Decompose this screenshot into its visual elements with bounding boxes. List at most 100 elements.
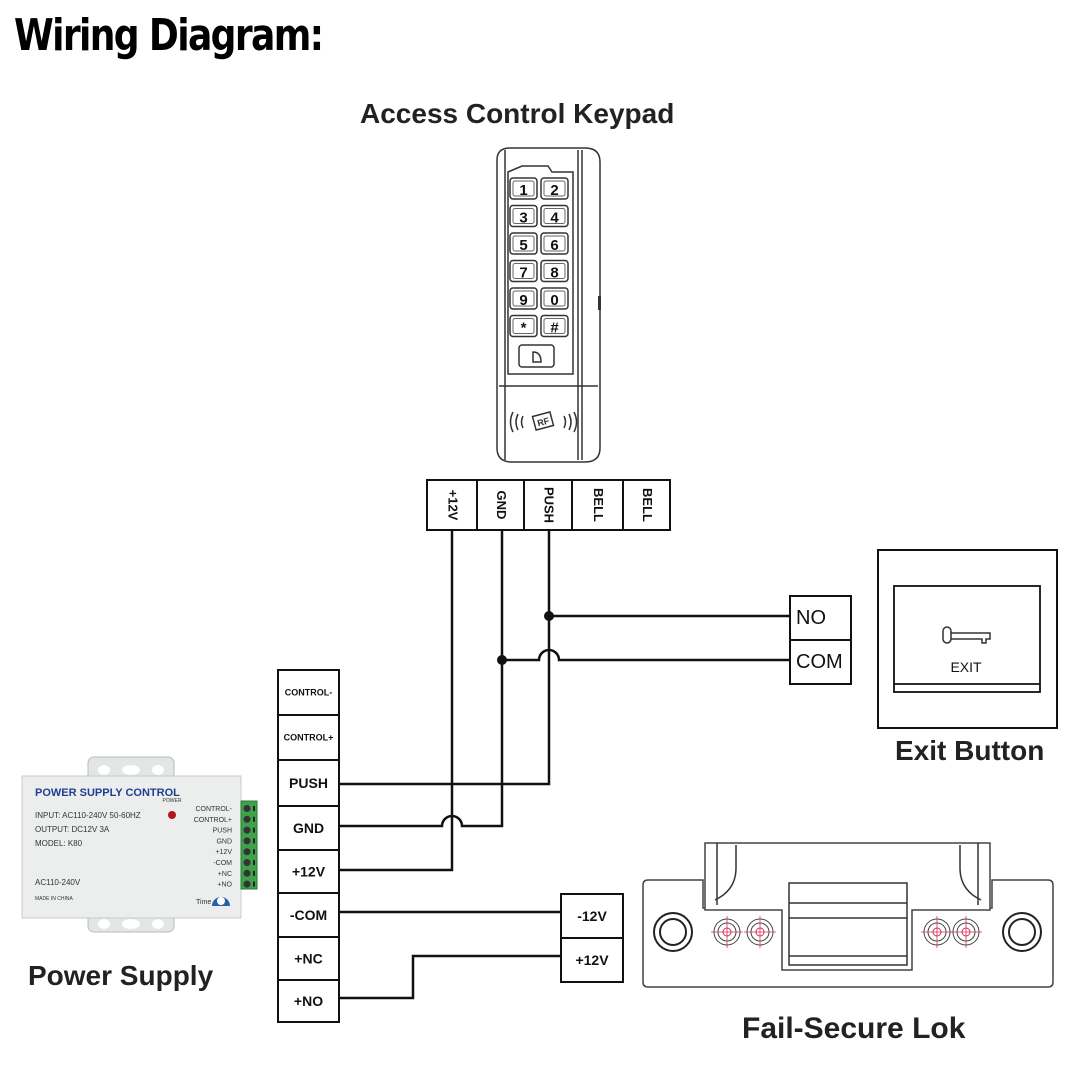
lock-label: Fail-Secure Lok xyxy=(742,1012,966,1045)
keypad-key-label: 3 xyxy=(519,210,527,227)
keypad-terminal-push: PUSH xyxy=(523,479,573,531)
svg-text:POWER SUPPLY CONTROL: POWER SUPPLY CONTROL xyxy=(35,787,180,799)
ps-terminal-push: PUSH xyxy=(277,759,340,807)
keypad-terminal-bell: BELL xyxy=(622,479,671,531)
keypad-key[interactable]: 8 xyxy=(540,259,569,283)
keypad-terminal-gnd: GND xyxy=(476,479,525,531)
ps-device-terminal-label: CONTROL- xyxy=(195,806,232,813)
diagram-title: Wiring Diagram: xyxy=(14,10,324,61)
junction-dot-push xyxy=(544,611,554,621)
exit-button-terminal-strip: NO COM xyxy=(789,595,852,685)
terminal-label: +12V xyxy=(446,490,461,521)
keypad-terminal-bell: BELL xyxy=(571,479,624,531)
ps-device-terminal-label: +NO xyxy=(217,882,232,889)
terminal-label: GND xyxy=(293,820,324,836)
keypad-terminal-plusminus-12v: +12V xyxy=(426,479,478,531)
svg-text:MODEL: K80: MODEL: K80 xyxy=(35,839,83,848)
keypad-key[interactable]: 5 xyxy=(509,232,538,255)
keypad-key-label: 5 xyxy=(519,237,527,254)
wire-no-lock xyxy=(338,954,561,1000)
keypad-side-notch xyxy=(598,296,601,310)
wire-push xyxy=(338,530,551,786)
ps-device-terminal-label: CONTROL+ xyxy=(194,817,232,824)
terminal-screw xyxy=(243,826,251,834)
terminal-label: NO xyxy=(796,607,826,629)
terminal-label: PUSH xyxy=(289,775,328,791)
keypad-terminal-strip: +12V GND PUSH BELL BELL xyxy=(426,479,671,531)
ps-device-terminal-label: +12V xyxy=(215,849,232,856)
wire-12v xyxy=(338,530,454,872)
ps-terminal-minus-com: -COM xyxy=(277,892,340,938)
keypad-key-label: 9 xyxy=(519,292,527,309)
keypad-key[interactable]: 0 xyxy=(540,287,569,310)
svg-text:MADE IN CHINA: MADE IN CHINA xyxy=(35,896,73,902)
keypad-key[interactable]: * xyxy=(509,314,538,338)
terminal-screw xyxy=(243,805,251,812)
keypad-key-label: 4 xyxy=(550,210,559,227)
terminal-screw xyxy=(243,880,251,888)
keypad-key[interactable]: 7 xyxy=(509,259,538,283)
keypad-label: Access Control Keypad xyxy=(360,98,675,129)
terminal-screw xyxy=(243,848,251,856)
exit-terminal-no: NO xyxy=(789,595,852,641)
terminal-label: COM xyxy=(796,651,843,673)
keypad-key[interactable]: 4 xyxy=(540,204,569,228)
exit-button-device: EXIT xyxy=(877,549,1058,729)
terminal-label: BELL xyxy=(640,488,655,522)
terminal-screw xyxy=(243,859,251,866)
ps-terminal-gnd: GND xyxy=(277,805,340,851)
svg-text:OUTPUT: DC12V 3A: OUTPUT: DC12V 3A xyxy=(35,825,110,834)
terminal-label: CONTROL- xyxy=(285,688,333,698)
terminal-label: +NC xyxy=(294,951,322,967)
junction-dot-gnd xyxy=(497,655,507,665)
power-led xyxy=(168,811,176,819)
keypad-key[interactable]: 9 xyxy=(509,287,538,310)
lock-mounting-screw xyxy=(744,916,776,948)
wire-gnd xyxy=(338,530,504,828)
terminal-label: +12V xyxy=(292,864,326,880)
exit-terminal-com: COM xyxy=(789,639,852,685)
keypad-key-label: 7 xyxy=(519,265,527,282)
ps-terminal-plusminus-nc: +NC xyxy=(277,936,340,981)
keypad-key-label: # xyxy=(550,320,559,337)
ps-terminal-controlminus: CONTROL- xyxy=(277,669,340,716)
svg-text:AC110-240V: AC110-240V xyxy=(35,878,81,887)
rf-icon: RF xyxy=(509,410,578,433)
svg-text:RF: RF xyxy=(536,415,551,428)
svg-text:INPUT: AC110-240V 50-60HZ: INPUT: AC110-240V 50-60HZ xyxy=(35,811,141,820)
keypad-key-label: 2 xyxy=(550,182,558,199)
terminal-label: +NO xyxy=(294,993,323,1009)
power-supply-terminal-strip: CONTROL- CONTROL+ PUSH GND +12V -COM +NC +NO xyxy=(277,669,340,1023)
wires xyxy=(338,530,790,1000)
svg-text:Time: Time xyxy=(196,899,211,906)
power-supply-device: POWER SUPPLY CONTROL INPUT: AC110-240V 5… xyxy=(21,756,258,933)
doorbell-key[interactable] xyxy=(518,344,555,368)
keypad-key[interactable]: 1 xyxy=(509,177,538,200)
terminal-screw xyxy=(243,815,251,823)
terminal-label: CONTROL+ xyxy=(284,733,334,743)
keypad-key[interactable]: 3 xyxy=(509,204,538,228)
lock-terminal-strip: -12V +12V xyxy=(560,893,624,983)
terminal-screw xyxy=(243,869,251,877)
terminal-screw xyxy=(243,837,251,845)
ps-device-terminal-label: -COM xyxy=(213,860,232,867)
bell-icon xyxy=(532,351,542,363)
ps-device-terminal-label: PUSH xyxy=(213,828,232,835)
keypad-key-label: 0 xyxy=(550,292,558,309)
terminal-label: GND xyxy=(494,491,509,520)
terminal-label: PUSH xyxy=(542,487,557,523)
keypad-key[interactable]: 2 xyxy=(540,177,569,200)
keypad-key[interactable]: 6 xyxy=(540,232,569,255)
ps-terminal-controlplusminus: CONTROL+ xyxy=(277,714,340,761)
lock-mounting-screw xyxy=(950,916,982,948)
keypad-key-label: 8 xyxy=(550,265,558,282)
keypad-key-label: * xyxy=(521,320,527,337)
terminal-label: -COM xyxy=(290,907,327,923)
keypad-key-label: 1 xyxy=(519,182,527,199)
exit-face-text: EXIT xyxy=(950,659,982,675)
terminal-label: +12V xyxy=(575,952,609,968)
ps-device-terminal-label: GND xyxy=(216,838,232,845)
terminal-label: -12V xyxy=(577,908,607,924)
keypad-key[interactable]: # xyxy=(540,314,569,338)
